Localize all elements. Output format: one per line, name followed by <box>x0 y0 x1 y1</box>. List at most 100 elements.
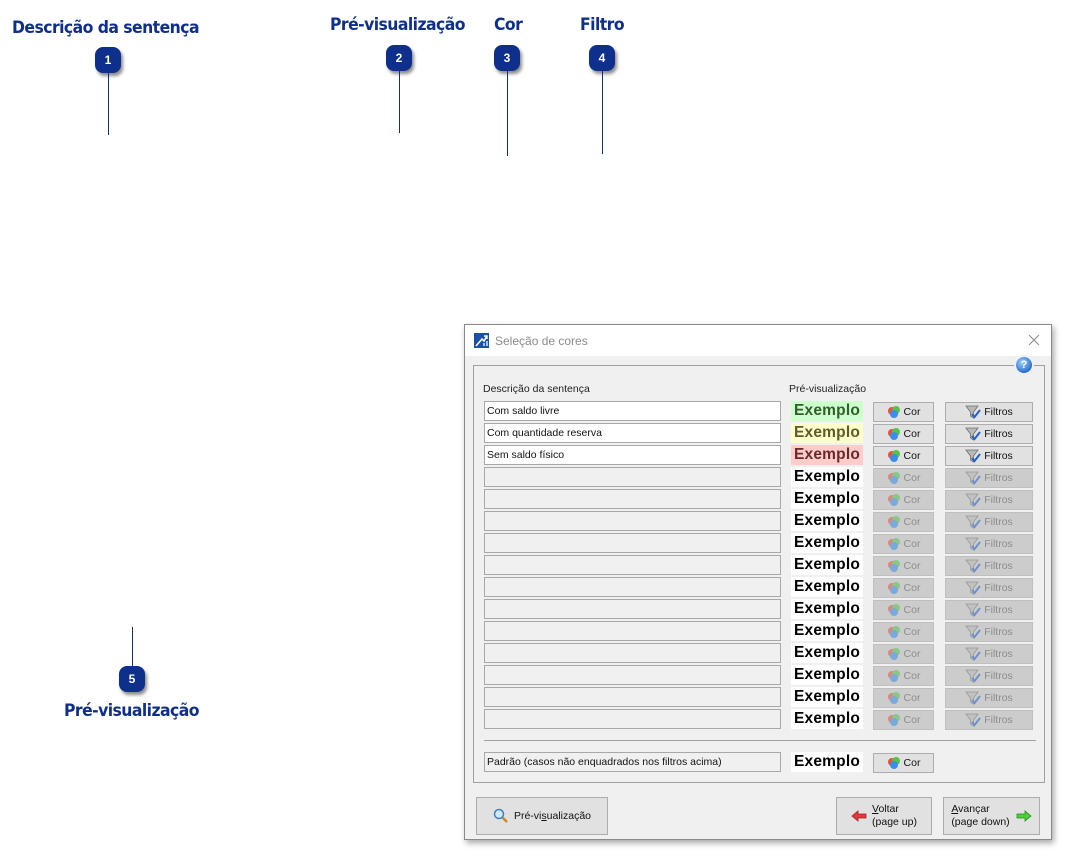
rule-preview-sample: Exemplo <box>791 467 863 487</box>
rule-filters-button[interactable]: Filtros <box>945 600 1033 620</box>
rule-filters-button[interactable]: Filtros <box>945 424 1033 444</box>
rule-color-button[interactable]: Cor <box>873 424 934 444</box>
rule-filters-button[interactable]: Filtros <box>945 556 1033 576</box>
rule-color-button-label: Cor <box>903 714 921 726</box>
funnel-filter-icon <box>965 559 981 573</box>
rule-filters-button-label: Filtros <box>984 494 1013 506</box>
rule-preview-sample: Exemplo <box>791 621 863 641</box>
rule-preview-sample: Exemplo <box>791 709 863 729</box>
color-palette-icon <box>887 538 900 550</box>
rule-filters-button[interactable]: Filtros <box>945 688 1033 708</box>
funnel-filter-icon <box>965 427 981 441</box>
rule-color-button-label: Cor <box>903 560 921 572</box>
rule-description-field[interactable] <box>484 687 781 707</box>
back-button[interactable]: Voltar(page up) <box>836 797 932 835</box>
rule-preview-sample: Exemplo <box>791 687 863 707</box>
rule-preview-sample: Exemplo <box>791 643 863 663</box>
rule-description-field[interactable] <box>484 643 781 663</box>
rule-description-field[interactable] <box>484 533 781 553</box>
rule-color-button[interactable]: Cor <box>873 622 934 642</box>
color-palette-icon <box>887 757 900 769</box>
callout-3-leader <box>507 71 508 156</box>
rule-preview-sample: Exemplo <box>791 401 863 421</box>
rule-description-field[interactable] <box>484 467 781 487</box>
rule-description-field[interactable] <box>484 709 781 729</box>
rule-description-field[interactable] <box>484 577 781 597</box>
callout-1-leader <box>108 73 109 135</box>
rule-filters-button-label: Filtros <box>984 604 1013 616</box>
next-button-label: Avançar(page down) <box>951 803 1010 828</box>
rule-color-button[interactable]: Cor <box>873 666 934 686</box>
rule-color-button[interactable]: Cor <box>873 446 934 466</box>
rule-color-button[interactable]: Cor <box>873 402 934 422</box>
rule-description-field[interactable] <box>484 423 781 443</box>
rule-color-button[interactable]: Cor <box>873 688 934 708</box>
rule-color-button-label: Cor <box>903 516 921 528</box>
rule-color-button[interactable]: Cor <box>873 644 934 664</box>
callout-3-title: Cor <box>494 15 523 35</box>
magnifier-icon <box>493 808 508 823</box>
help-icon[interactable]: ? <box>1016 357 1032 373</box>
color-palette-icon <box>887 604 900 616</box>
rule-filters-button[interactable]: Filtros <box>945 644 1033 664</box>
rule-filters-button[interactable]: Filtros <box>945 666 1033 686</box>
color-rule-row: Exemplo Cor Filtros <box>484 533 1040 554</box>
default-color-button[interactable]: Cor <box>873 753 934 773</box>
rule-filters-button-label: Filtros <box>984 692 1013 704</box>
rule-filters-button[interactable]: Filtros <box>945 534 1033 554</box>
color-rule-row: Exemplo Cor Filtros <box>484 401 1040 422</box>
color-palette-icon <box>887 560 900 572</box>
rule-color-button[interactable]: Cor <box>873 534 934 554</box>
rule-filters-button[interactable]: Filtros <box>945 446 1033 466</box>
callout-4-badge: 4 <box>589 45 615 71</box>
rule-description-field[interactable] <box>484 555 781 575</box>
preview-button[interactable]: Pré-visualização <box>476 797 608 835</box>
rule-description-field[interactable] <box>484 621 781 641</box>
rule-filters-button[interactable]: Filtros <box>945 468 1033 488</box>
rule-filters-button[interactable]: Filtros <box>945 578 1033 598</box>
rule-color-button-label: Cor <box>903 670 921 682</box>
rule-color-button[interactable]: Cor <box>873 710 934 730</box>
rule-filters-button-label: Filtros <box>984 648 1013 660</box>
callout-1-title: Descrição da sentença <box>12 18 200 38</box>
rule-filters-button[interactable]: Filtros <box>945 490 1033 510</box>
rule-preview-sample: Exemplo <box>791 445 863 465</box>
default-preview-sample: Exemplo <box>791 752 863 772</box>
rule-filters-button[interactable]: Filtros <box>945 402 1033 422</box>
callout-3-badge: 3 <box>494 45 520 71</box>
funnel-filter-icon <box>965 625 981 639</box>
rule-description-field[interactable] <box>484 489 781 509</box>
funnel-filter-icon <box>965 713 981 727</box>
rule-description-field[interactable] <box>484 665 781 685</box>
rule-color-button-label: Cor <box>903 494 921 506</box>
rule-description-field[interactable] <box>484 445 781 465</box>
rule-color-button[interactable]: Cor <box>873 468 934 488</box>
rule-color-button[interactable]: Cor <box>873 600 934 620</box>
rule-filters-button[interactable]: Filtros <box>945 512 1033 532</box>
rule-color-button[interactable]: Cor <box>873 556 934 576</box>
dialog-title: Seleção de cores <box>495 333 588 348</box>
rule-description-field[interactable] <box>484 599 781 619</box>
color-palette-icon <box>887 450 900 462</box>
rule-description-field[interactable] <box>484 401 781 421</box>
rule-color-button-label: Cor <box>903 450 921 462</box>
rule-description-field[interactable] <box>484 511 781 531</box>
rule-color-button-label: Cor <box>903 648 921 660</box>
rule-preview-sample: Exemplo <box>791 665 863 685</box>
next-button[interactable]: Avançar(page down) <box>943 797 1040 835</box>
callout-1-badge: 1 <box>95 47 121 73</box>
rule-color-button[interactable]: Cor <box>873 512 934 532</box>
rule-preview-sample: Exemplo <box>791 533 863 553</box>
rule-filters-button[interactable]: Filtros <box>945 622 1033 642</box>
close-button[interactable] <box>1025 331 1043 349</box>
default-description-field[interactable] <box>484 752 781 772</box>
funnel-filter-icon <box>965 515 981 529</box>
color-palette-icon <box>887 714 900 726</box>
rule-color-button[interactable]: Cor <box>873 578 934 598</box>
color-rule-row: Exemplo Cor Filtros <box>484 467 1040 488</box>
rule-filters-button[interactable]: Filtros <box>945 710 1033 730</box>
rule-color-button[interactable]: Cor <box>873 490 934 510</box>
